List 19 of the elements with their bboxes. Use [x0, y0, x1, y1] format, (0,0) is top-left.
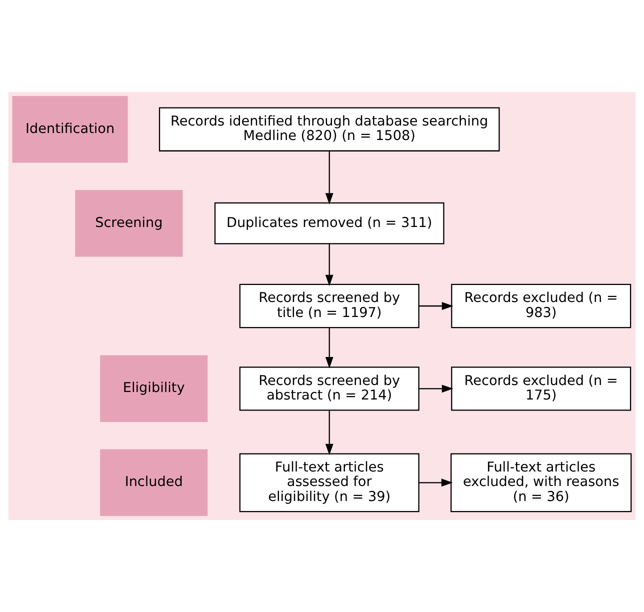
node-box: Records excluded (n = 983)	[451, 284, 632, 328]
node-box: Eligibility	[100, 355, 208, 422]
node-box: Screening	[75, 190, 183, 257]
node-box: Records screened by title (n = 1197)	[239, 284, 420, 328]
node-box: Records screened by abstract (n = 214)	[239, 366, 420, 411]
node-box: Records identified through database searching Medline (820) (n = 1508)	[158, 107, 500, 152]
node-box: Records excluded (n = 175)	[451, 366, 632, 411]
arrow	[325, 151, 334, 204]
arrow	[325, 328, 334, 368]
node-box: Identification	[12, 96, 128, 163]
node-box: Full-text articles assessed for eligibility (n = 39)	[239, 453, 420, 512]
arrow	[419, 302, 454, 310]
arrow	[419, 384, 454, 393]
arrow	[325, 244, 334, 286]
node-box: Duplicates removed (n = 311)	[214, 202, 444, 244]
arrow	[419, 478, 453, 487]
node-box: Full-text articles excluded, with reasons (n = 36)	[450, 453, 632, 512]
node-box: Included	[100, 449, 208, 516]
arrow	[325, 410, 334, 456]
